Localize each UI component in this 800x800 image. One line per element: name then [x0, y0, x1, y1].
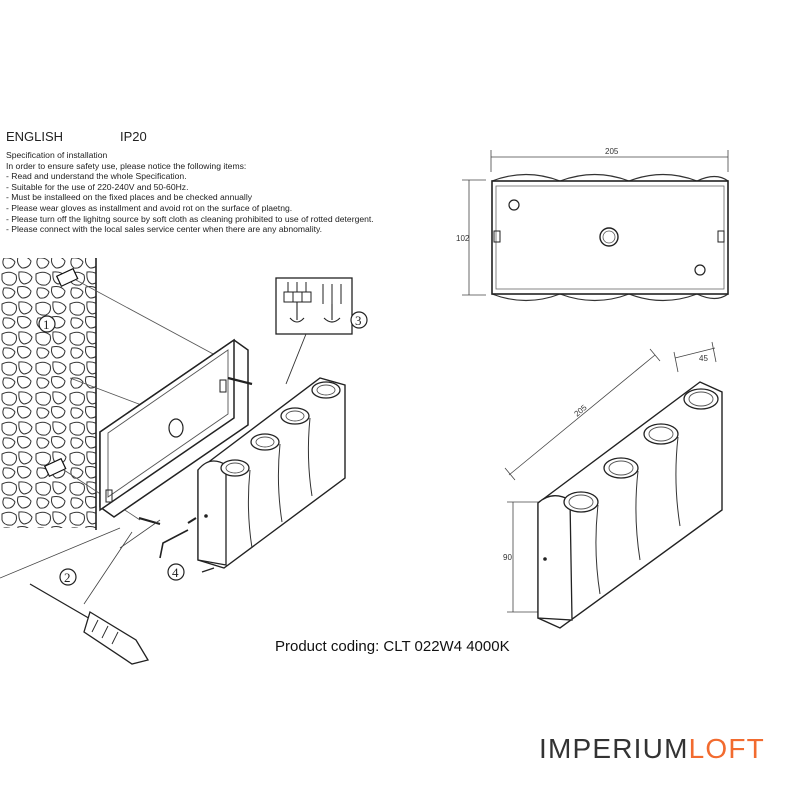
iso-depth-label: 45 [699, 354, 708, 363]
specification-text: Specification of installation In order t… [6, 150, 374, 235]
spec-line: - Read and understand the whole Specific… [6, 171, 187, 182]
wall [0, 258, 229, 530]
luminaire-exploded [159, 377, 346, 573]
top-view: 205 102 [456, 147, 729, 302]
svg-text:3: 3 [355, 313, 362, 328]
svg-text:4: 4 [172, 565, 179, 580]
brand-part-2: LOFT [688, 733, 765, 764]
spec-line: - Must be installeed on the fixed places… [6, 192, 253, 203]
brand-part-1: IMPERIUM [539, 733, 689, 764]
spec-line: - Please connect with the local sales se… [6, 224, 323, 235]
spec-line: - Suitable for the use of 220-240V and 5… [6, 181, 189, 192]
product-coding: Product coding: CLT 022W4 4000K [275, 638, 510, 655]
isometric-view: 205 45 90 [503, 341, 723, 629]
spec-line: - Please turn off the lighitng source by… [6, 213, 374, 224]
spec-line: Specification of installation [6, 150, 108, 160]
iso-length-label: 205 [573, 403, 589, 419]
wiring-detail [275, 277, 353, 385]
language-label: ENGLISH [6, 129, 64, 144]
top-height-label: 102 [456, 234, 470, 243]
mounting-plate [99, 338, 253, 549]
svg-text:2: 2 [64, 570, 71, 585]
iso-height-label: 90 [503, 553, 512, 562]
svg-text:1: 1 [43, 317, 50, 332]
step-2-marker: 2 [59, 568, 77, 586]
step-1-marker: 1 [38, 315, 56, 333]
top-width-label: 205 [605, 147, 619, 156]
spec-line: In order to ensure safety use, please no… [6, 160, 247, 171]
step-3-marker: 3 [350, 311, 368, 329]
step-4-marker: 4 [167, 563, 185, 581]
brand-logo: IMPERIUMLOFT [539, 733, 765, 765]
spec-line: - Please wear gloves as installment and … [6, 202, 293, 213]
ip-rating: IP20 [120, 129, 147, 144]
screwdriver [0, 527, 150, 665]
